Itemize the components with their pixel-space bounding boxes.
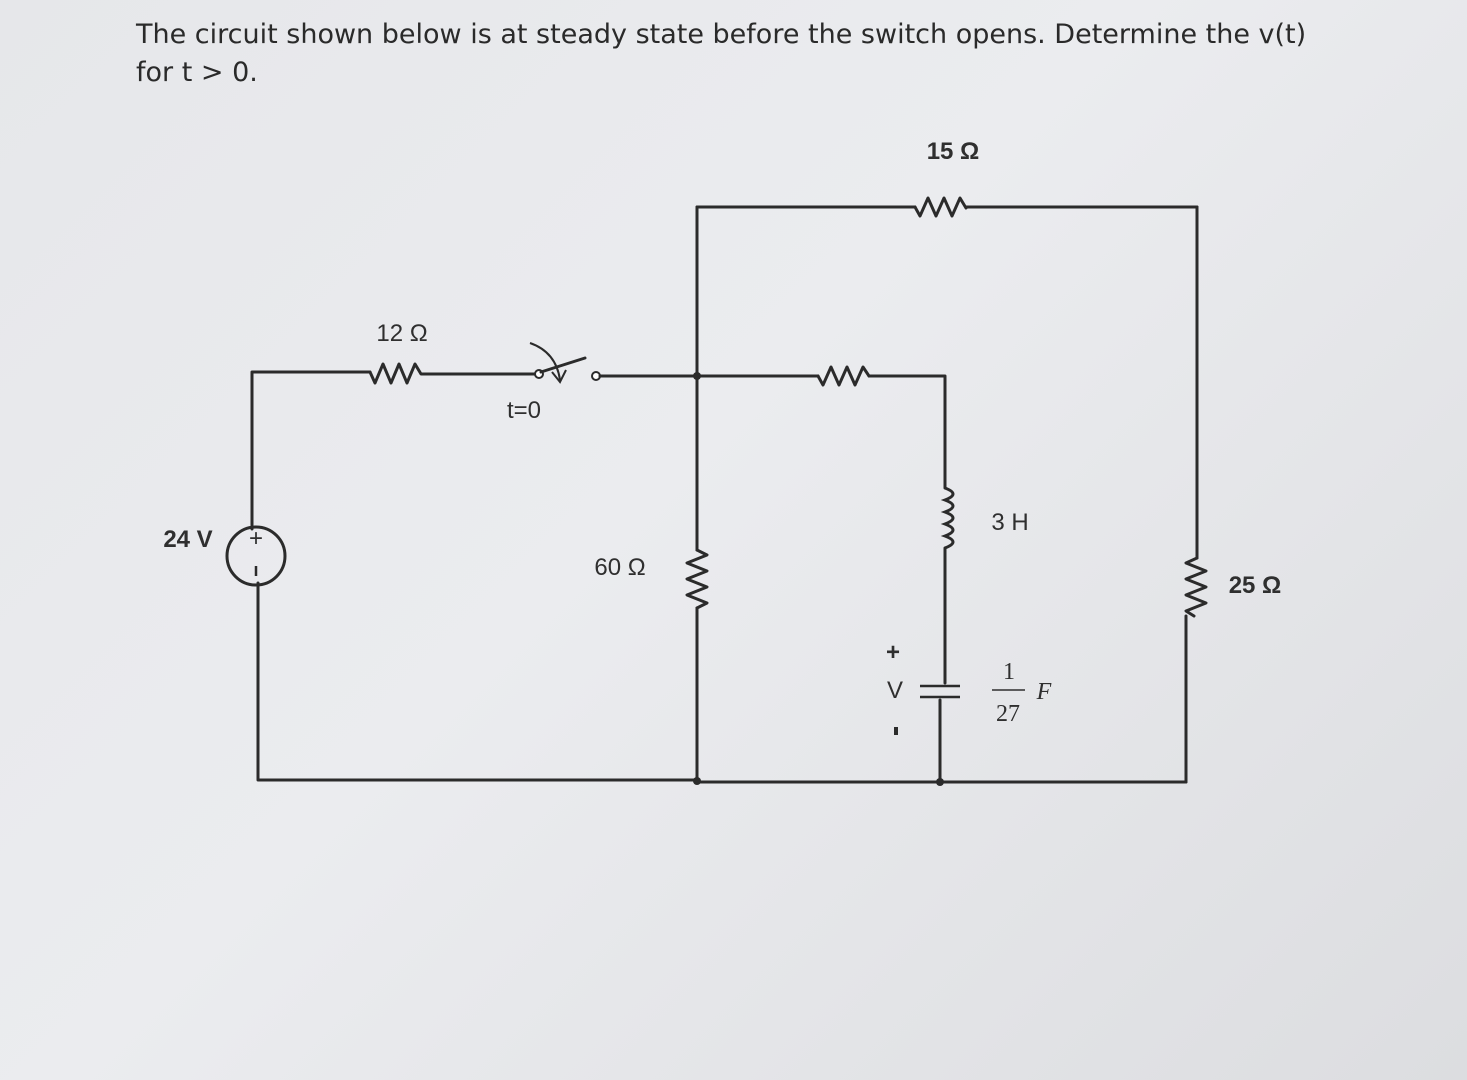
switch: t=0 (450, 342, 699, 424)
inductor-label: 3 H (991, 509, 1028, 536)
switch-label: t=0 (507, 397, 541, 424)
cap-denominator: 27 (996, 701, 1020, 727)
cap-unit: F (1036, 679, 1052, 705)
source-label: 24 V (163, 526, 212, 553)
resistor-15-label: 15 Ω (927, 138, 980, 165)
resistor-60-label: 60 Ω (594, 554, 645, 581)
junction-dot (693, 372, 701, 380)
problem-statement: The circuit shown below is at steady sta… (136, 19, 1307, 88)
voltage-source: + 24 V (163, 525, 287, 587)
cap-numerator: 1 (1003, 659, 1015, 685)
resistor-12: 12 Ω (368, 320, 454, 385)
junction-dot (693, 777, 701, 785)
shunt-branch: 60 Ω (594, 205, 709, 782)
v-label: V (887, 677, 903, 704)
resistor-25-label: 25 Ω (1229, 572, 1282, 599)
resistor-12-label: 12 Ω (376, 320, 427, 347)
source-plus: + (249, 525, 263, 552)
v-plus: + (886, 639, 900, 666)
rlc-branch: 3 H 1 27 F (695, 365, 1052, 784)
left-wire (250, 370, 699, 782)
voltage-markers: + V (886, 639, 903, 735)
right-branch: 25 Ω (695, 205, 1282, 784)
top-branch: 15 Ω (695, 138, 1199, 218)
junction-dot (936, 778, 944, 786)
